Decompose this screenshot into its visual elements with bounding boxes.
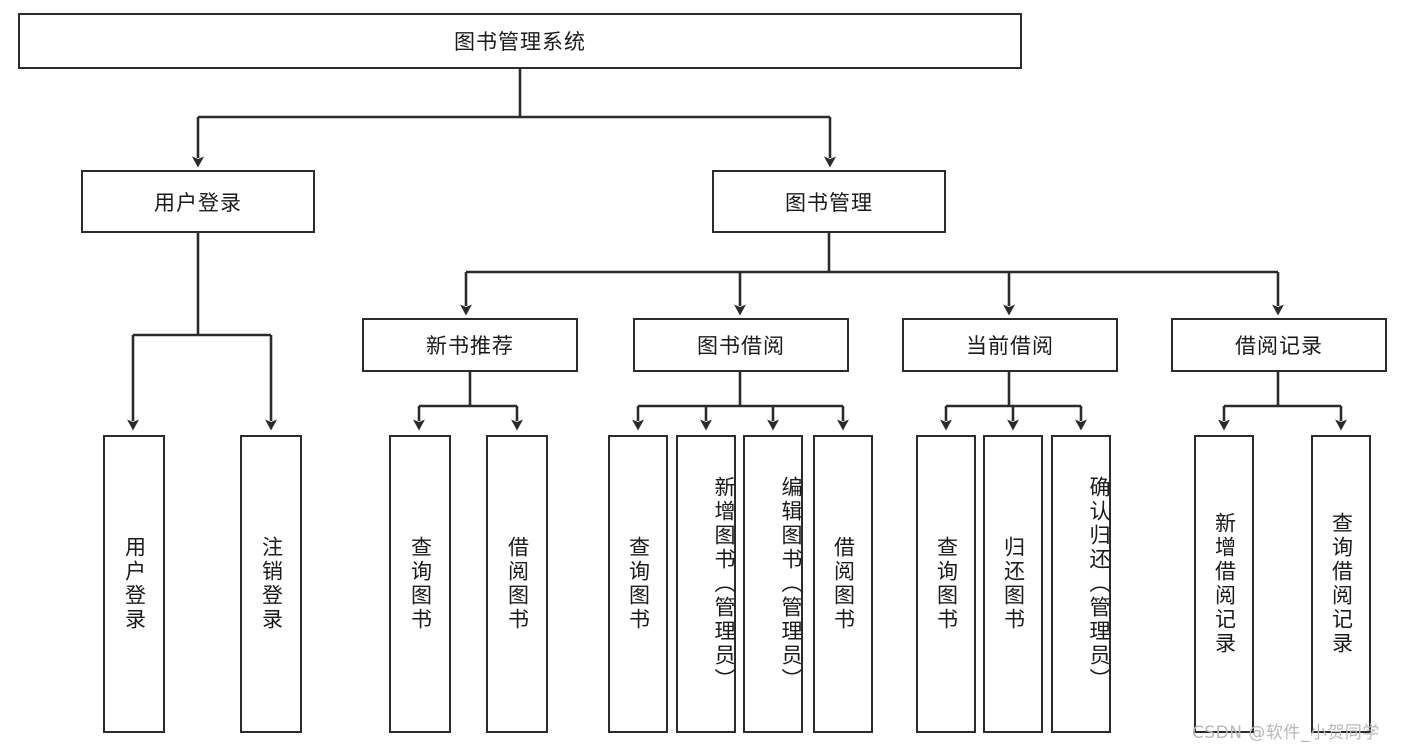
leaf-query-book-recommend[interactable]: 查询图书 (389, 435, 451, 733)
node-new-book-recommend[interactable]: 新书推荐 (362, 318, 578, 372)
node-current-borrow[interactable]: 当前借阅 (902, 318, 1118, 372)
leaf-edit-book-admin[interactable]: 编辑图书（管理员） (743, 435, 803, 733)
node-book-borrow[interactable]: 图书借阅 (633, 318, 849, 372)
node-book-management[interactable]: 图书管理 (712, 170, 946, 233)
leaf-confirm-return-admin[interactable]: 确认归还（管理员） (1051, 435, 1111, 733)
leaf-borrow-book-recommend[interactable]: 借阅图书 (486, 435, 548, 733)
leaf-add-book-admin[interactable]: 新增图书（管理员） (676, 435, 736, 733)
leaf-borrow-book[interactable]: 借阅图书 (813, 435, 873, 733)
leaf-query-book-current[interactable]: 查询图书 (916, 435, 976, 733)
leaf-user-logout[interactable]: 注销登录 (240, 435, 302, 733)
leaf-add-borrow-record[interactable]: 新增借阅记录 (1194, 435, 1254, 733)
leaf-return-book[interactable]: 归还图书 (983, 435, 1043, 733)
node-borrow-record[interactable]: 借阅记录 (1171, 318, 1387, 372)
leaf-user-login[interactable]: 用户登录 (103, 435, 165, 733)
node-user-login[interactable]: 用户登录 (81, 170, 315, 233)
leaf-query-borrow-record[interactable]: 查询借阅记录 (1311, 435, 1371, 733)
watermark: CSDN @软件_小贺同学 (1192, 723, 1380, 743)
leaf-query-book[interactable]: 查询图书 (608, 435, 668, 733)
node-root[interactable]: 图书管理系统 (18, 13, 1022, 69)
